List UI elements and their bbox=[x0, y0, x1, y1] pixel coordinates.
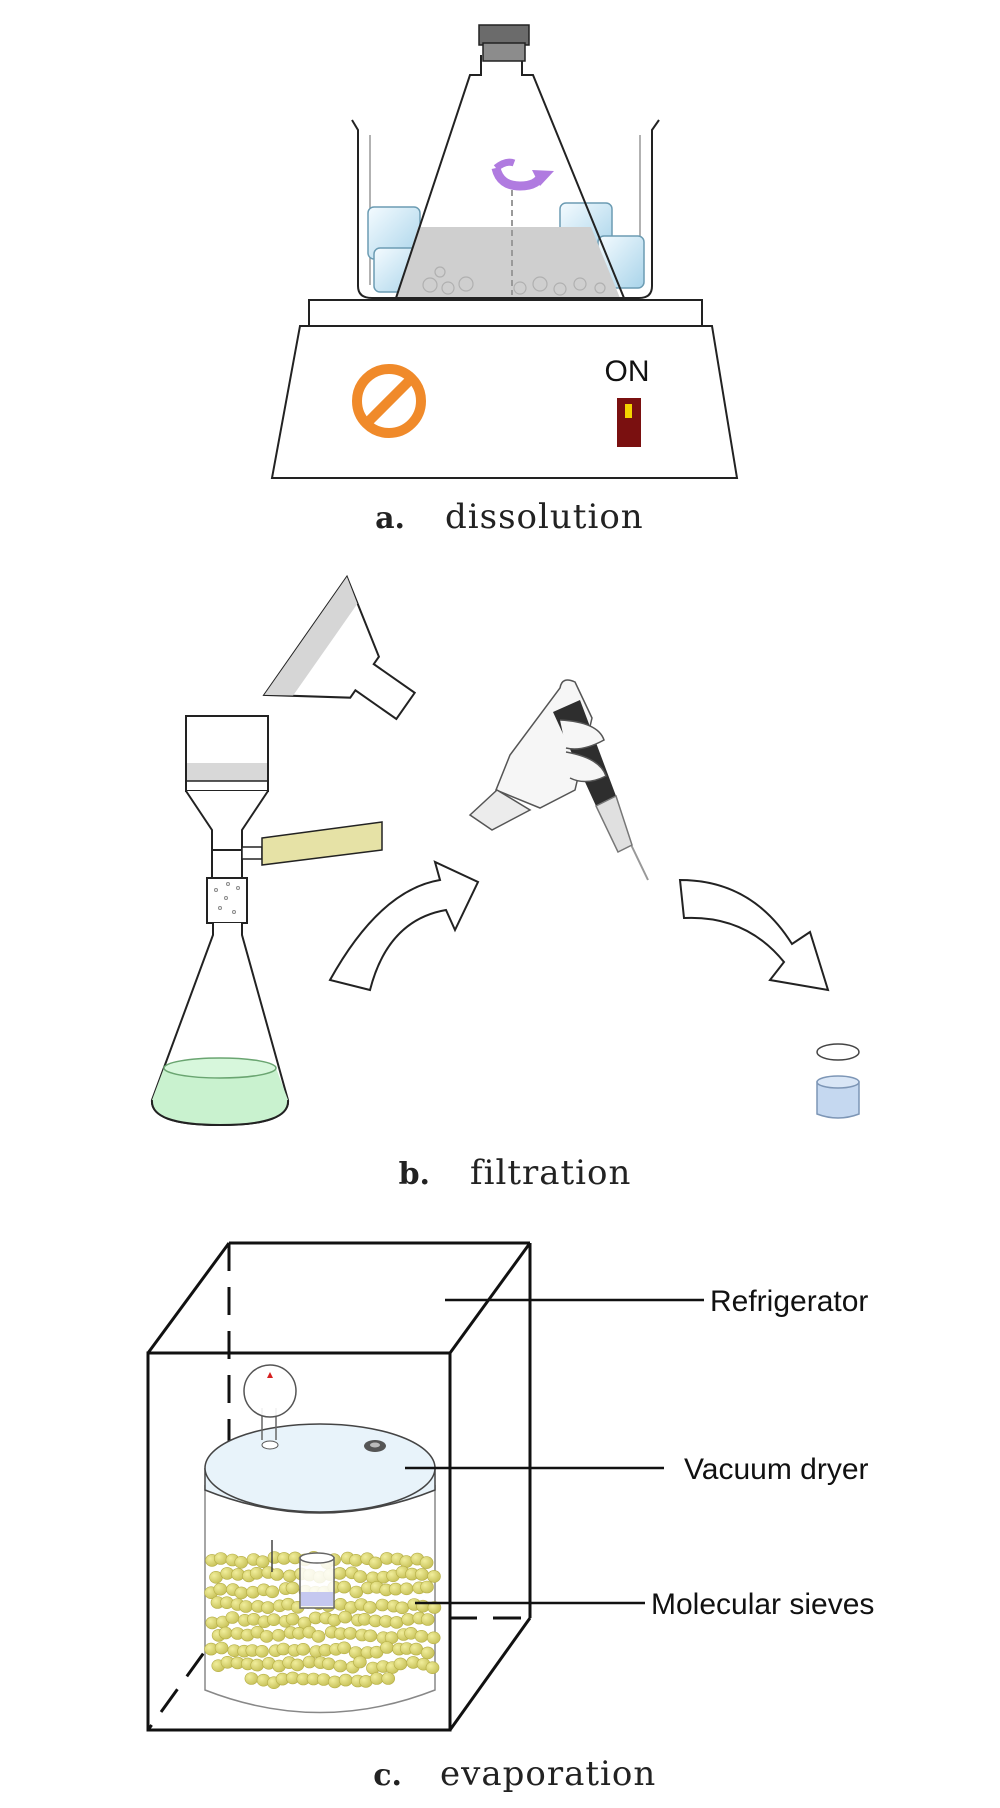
filtration-flask bbox=[150, 923, 290, 1127]
inner-sample-vial bbox=[299, 1552, 335, 1609]
sieve-bead bbox=[244, 1672, 259, 1685]
sieve-bead bbox=[234, 1556, 248, 1569]
molecular-sieves-label: Molecular sieves bbox=[651, 1588, 874, 1621]
sieve-bead bbox=[276, 1642, 291, 1656]
sieve-bead bbox=[375, 1598, 390, 1612]
sieve-bead bbox=[271, 1629, 286, 1642]
panel-letter: a. bbox=[375, 501, 405, 536]
pouring-flask bbox=[262, 574, 417, 721]
magnetic-stirrer: ON bbox=[270, 299, 739, 479]
refrigerator-front bbox=[146, 1241, 532, 1732]
sieve-bead bbox=[420, 1646, 435, 1660]
callout-molecular-sieves: Molecular sieves bbox=[415, 1588, 874, 1621]
power-switch bbox=[617, 398, 641, 447]
sieve-bead bbox=[380, 1641, 394, 1654]
sieve-bead bbox=[285, 1581, 300, 1595]
sieve-bead bbox=[225, 1611, 240, 1624]
sieve-bead bbox=[333, 1659, 348, 1673]
sieve-bead bbox=[393, 1657, 408, 1671]
sieve-bead bbox=[266, 1613, 281, 1626]
sieve-bead bbox=[337, 1580, 352, 1594]
sieve-bead bbox=[321, 1657, 336, 1671]
stirring-arrow-icon bbox=[491, 158, 554, 191]
sieve-bead bbox=[332, 1567, 347, 1580]
speed-dial-icon bbox=[352, 364, 426, 438]
panel-title: filtration bbox=[470, 1153, 631, 1193]
panel-title: evaporation bbox=[440, 1754, 656, 1794]
vacuum-gauge-icon bbox=[243, 1364, 297, 1418]
filtration-panel: b. filtration bbox=[150, 574, 860, 1193]
vacuum-dryer bbox=[204, 1364, 442, 1714]
sample-vial bbox=[816, 1043, 860, 1119]
erlenmeyer-flask bbox=[394, 24, 626, 299]
sieve-bead bbox=[259, 1630, 274, 1643]
sieve-bead bbox=[409, 1642, 424, 1656]
sieve-bead bbox=[282, 1569, 297, 1583]
panel-title: dissolution bbox=[445, 497, 644, 537]
sieve-bead bbox=[381, 1672, 396, 1685]
sieve-bead bbox=[234, 1586, 249, 1600]
sieve-bead bbox=[363, 1629, 378, 1643]
panel-letter: c. bbox=[373, 1758, 402, 1793]
sieve-bead bbox=[415, 1568, 429, 1581]
sieve-bead bbox=[249, 1567, 264, 1580]
sieve-bead bbox=[338, 1673, 353, 1687]
solid-particles bbox=[422, 266, 606, 296]
sieve-bead bbox=[316, 1673, 331, 1686]
sieve-bead bbox=[213, 1582, 228, 1596]
sieve-bead bbox=[426, 1631, 441, 1645]
sieve-bead bbox=[399, 1582, 414, 1596]
callout-refrigerator: Refrigerator bbox=[445, 1285, 868, 1318]
refrigerator-label: Refrigerator bbox=[710, 1285, 868, 1318]
panel-letter: b. bbox=[399, 1157, 430, 1192]
sieve-bead bbox=[239, 1600, 253, 1613]
sieve-bead bbox=[353, 1655, 367, 1669]
sieve-bead bbox=[290, 1658, 305, 1672]
panel-c-caption: c. evaporation bbox=[373, 1754, 656, 1794]
sieve-bead bbox=[420, 1580, 434, 1594]
sieve-bead bbox=[337, 1641, 352, 1655]
sieve-bead bbox=[338, 1610, 353, 1624]
sieve-bead bbox=[311, 1630, 326, 1643]
sieve-bead bbox=[389, 1616, 404, 1629]
sieve-bead bbox=[261, 1601, 275, 1614]
dissolution-panel: ON bbox=[270, 24, 739, 537]
sieve-bead bbox=[343, 1627, 358, 1640]
sieve-bead bbox=[395, 1601, 410, 1615]
evaporation-panel: Refrigerator Vacuum dryer Molecular siev… bbox=[146, 1241, 874, 1794]
vacuum-dryer-label: Vacuum dryer bbox=[684, 1453, 869, 1486]
curved-arrow-icon bbox=[328, 860, 480, 992]
sieve-bead bbox=[250, 1658, 265, 1672]
sieve-bead bbox=[420, 1613, 435, 1626]
sieve-bead bbox=[255, 1645, 269, 1658]
panel-a-caption: a. dissolution bbox=[375, 497, 644, 537]
sieve-bead bbox=[363, 1601, 377, 1614]
sieve-bead bbox=[255, 1555, 270, 1568]
sieve-bead bbox=[285, 1612, 300, 1626]
sieve-bead bbox=[427, 1601, 442, 1614]
sieve-bead bbox=[296, 1643, 311, 1656]
sieve-bead bbox=[368, 1556, 383, 1570]
sieve-bead bbox=[414, 1630, 429, 1643]
panel-b-caption: b. filtration bbox=[399, 1153, 631, 1193]
sieve-bead bbox=[353, 1570, 368, 1583]
filter-funnel bbox=[185, 715, 383, 924]
sieve-bead bbox=[214, 1552, 228, 1565]
syringe-filter-hand bbox=[468, 679, 649, 881]
sieve-bead bbox=[349, 1585, 364, 1599]
sieve-bead bbox=[419, 1556, 434, 1569]
sieve-bead bbox=[265, 1585, 280, 1599]
sieve-bead bbox=[425, 1661, 440, 1674]
sieve-bead bbox=[214, 1641, 229, 1655]
valve-knob-icon bbox=[364, 1440, 386, 1452]
switch-label: ON bbox=[605, 355, 650, 388]
callout-vacuum-dryer: Vacuum dryer bbox=[405, 1453, 869, 1486]
curved-arrow-icon bbox=[678, 878, 830, 992]
sieve-bead bbox=[427, 1570, 441, 1583]
sieve-bead bbox=[369, 1672, 384, 1685]
sieve-bead bbox=[349, 1554, 363, 1567]
sieve-bead bbox=[218, 1626, 233, 1640]
